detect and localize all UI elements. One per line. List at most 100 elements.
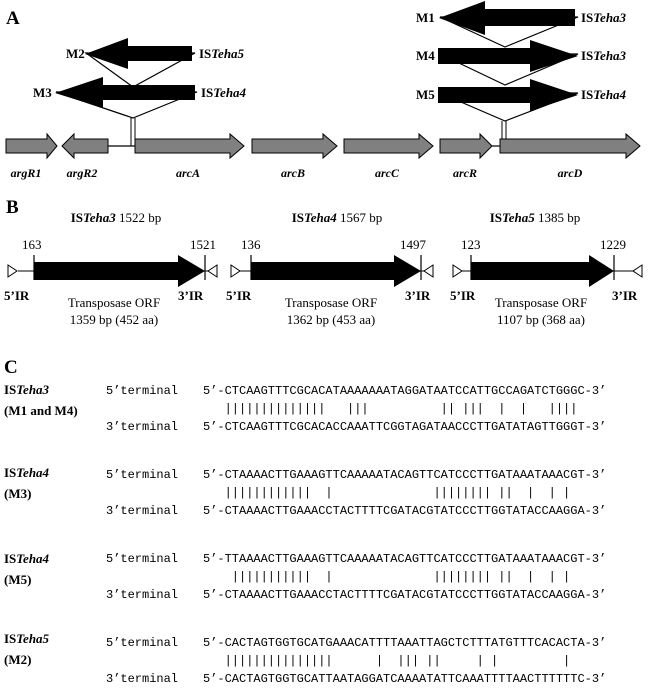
insertion-m5: M5 ISTeha4: [416, 79, 627, 146]
insertion-m4: M4 ISTeha3: [416, 40, 627, 86]
match-line: |||||||||||||| ||| || ||| | | ||||: [203, 402, 577, 416]
sequence-5: 5’-CTAAAACTTGAAAGTTCAAAAATACAGTTCATCCCTT…: [203, 468, 606, 482]
transposase-orf-arrow: [471, 255, 614, 287]
ir-triangle: [230, 264, 241, 278]
ir-triangle: [632, 264, 643, 278]
sequence-3: 5’-CTAAAACTTGAAACCTACTTTTCGATACGTATCCCTT…: [203, 588, 606, 602]
ir-3: 3’IR: [612, 288, 638, 303]
sequence-5: 5’-TTAAAACTTGAAAGTTCAAAAATACAGTTCATCCCTT…: [203, 552, 606, 566]
insertion-m2: M2 ISTeha5: [66, 38, 245, 88]
sequence-3: 5’-CTCAAGTTTCGCACACCAAATTCGGTAGATAACCCTT…: [203, 420, 606, 434]
ir-5: 5’IR: [4, 288, 30, 303]
terminal-3-label: 3’terminal: [106, 420, 178, 434]
orf-start: 163: [22, 237, 42, 252]
match-line: ||||||||||| | |||||||| || | | |: [203, 570, 570, 584]
gene-label: argR2: [67, 166, 98, 180]
sequence-5: 5’-CTCAAGTTTCGCACATAAAAAAATAGGATAATCCATT…: [203, 384, 606, 398]
gene-label: arcD: [558, 166, 583, 180]
orf-end: 1521: [190, 237, 216, 252]
orf-size: 1359 bp (452 aa): [70, 312, 158, 327]
insertion-arrow: [438, 79, 578, 111]
svg-text:ISTeha4: ISTeha4: [201, 85, 247, 100]
is-title: ISTeha3 1522 bp: [71, 210, 162, 225]
orf-size: 1362 bp (453 aa): [287, 312, 375, 327]
terminal-3-label: 3’terminal: [106, 504, 178, 518]
svg-text:ISTeha3: ISTeha3: [581, 48, 627, 63]
panel-a-label: A: [6, 8, 20, 29]
terminal-5-label: 5’terminal: [106, 384, 178, 398]
gene-arcB: [251, 132, 338, 160]
is-name: ISTeha5: [4, 631, 50, 646]
ir-3: 3’IR: [405, 288, 431, 303]
terminal-5-label: 5’terminal: [106, 636, 178, 650]
gene-map: argR1 argR2 arcA arcB arcC arcR arcD: [5, 132, 641, 180]
ir-5: 5’IR: [226, 288, 252, 303]
match-line: |||||||||||| | |||||||| || | | |: [203, 486, 570, 500]
gene-arcC: [343, 132, 434, 160]
alignment-block-teha4-m3: ISTeha4 (M3) 5’terminal 3’terminal 5’-CT…: [4, 465, 606, 518]
gene-label: arcB: [281, 166, 305, 180]
terminal-3-label: 3’terminal: [106, 672, 178, 686]
is-name: ISTeha4: [4, 551, 50, 566]
is-element-teha4: ISTeha4 1567 bp 136 1497 5’IR 3’IR Trans…: [226, 210, 434, 327]
ir-triangle: [452, 264, 463, 278]
orf-start: 136: [241, 237, 261, 252]
insertion-id: M1: [416, 10, 435, 25]
orf-size: 1107 bp (368 aa): [497, 312, 585, 327]
insertion-id: M3: [33, 85, 52, 100]
gene-arcR: [439, 132, 493, 160]
ir-triangle: [7, 264, 18, 278]
gene-label: argR1: [11, 166, 42, 180]
sequence-5: 5’-CACTAGTGGTGCATGAAACATTTTAAATTAGCTCTTT…: [203, 636, 606, 650]
mutant-label: (M1 and M4): [4, 403, 78, 418]
is-element-teha3: ISTeha3 1522 bp 163 1521 5’IR 3’IR Trans…: [4, 210, 218, 327]
mutant-label: (M2): [4, 652, 31, 667]
ir-5: 5’IR: [450, 288, 476, 303]
alignment-block-teha4-m5: ISTeha4 (M5) 5’terminal 3’terminal 5’-TT…: [4, 551, 606, 602]
panel-c-label: C: [4, 357, 18, 378]
alignment-block-teha3: ISTeha3 (M1 and M4) 5’terminal 3’termina…: [4, 382, 606, 434]
terminal-5-label: 5’terminal: [106, 468, 178, 482]
terminal-5-label: 5’terminal: [106, 552, 178, 566]
insertion-id: M5: [416, 87, 435, 102]
insertion-id: M2: [66, 46, 85, 61]
ir-3: 3’IR: [178, 288, 204, 303]
is-title: ISTeha5 1385 bp: [490, 210, 581, 225]
transposase-orf-arrow: [34, 255, 205, 287]
alignment-block-teha5: ISTeha5 (M2) 5’terminal 3’terminal 5’-CA…: [4, 631, 606, 686]
gene-label: arcR: [453, 166, 477, 180]
gene-label: arcA: [176, 166, 200, 180]
ir-triangle: [423, 264, 434, 278]
insertion-arrow: [85, 38, 192, 69]
insertion-m1: M1 ISTeha3: [416, 1, 627, 48]
svg-text:ISTeha3: ISTeha3: [581, 10, 627, 25]
terminal-3-label: 3’terminal: [106, 588, 178, 602]
gene-label: arcC: [375, 166, 400, 180]
insertion-id: M4: [416, 48, 435, 63]
is-name: ISTeha4: [4, 465, 50, 480]
is-title: ISTeha4 1567 bp: [292, 210, 383, 225]
gene-argR2: [61, 132, 109, 160]
svg-text:ISTeha4: ISTeha4: [581, 87, 627, 102]
ir-triangle: [207, 264, 218, 278]
orf-title: Transposase ORF: [285, 295, 377, 310]
transposase-orf-arrow: [251, 255, 421, 287]
orf-end: 1229: [600, 237, 626, 252]
orf-title: Transposase ORF: [68, 295, 160, 310]
gene-arcD: [499, 132, 641, 160]
orf-title: Transposase ORF: [495, 295, 587, 310]
sequence-3: 5’-CTAAAACTTGAAACCTACTTTTCGATACGTATCCCTT…: [203, 504, 606, 518]
orf-end: 1497: [400, 237, 427, 252]
orf-start: 123: [461, 237, 481, 252]
insertion-m3: M3 ISTeha4: [33, 77, 247, 146]
sequence-3: 5’-CACTAGTGGTGCATTAATAGGATCAAAATATTCAAAT…: [203, 672, 606, 686]
svg-text:ISTeha5: ISTeha5: [199, 46, 245, 61]
is-element-teha5: ISTeha5 1385 bp 123 1229 5’IR 3’IR Trans…: [450, 210, 643, 327]
mutant-label: (M5): [4, 572, 31, 587]
panel-b-label: B: [6, 197, 19, 218]
match-line: ||||||||||||||| | ||| || | | |: [203, 654, 570, 668]
mutant-label: (M3): [4, 486, 31, 501]
is-name: ISTeha3: [4, 382, 50, 397]
gene-argR1: [5, 132, 58, 160]
